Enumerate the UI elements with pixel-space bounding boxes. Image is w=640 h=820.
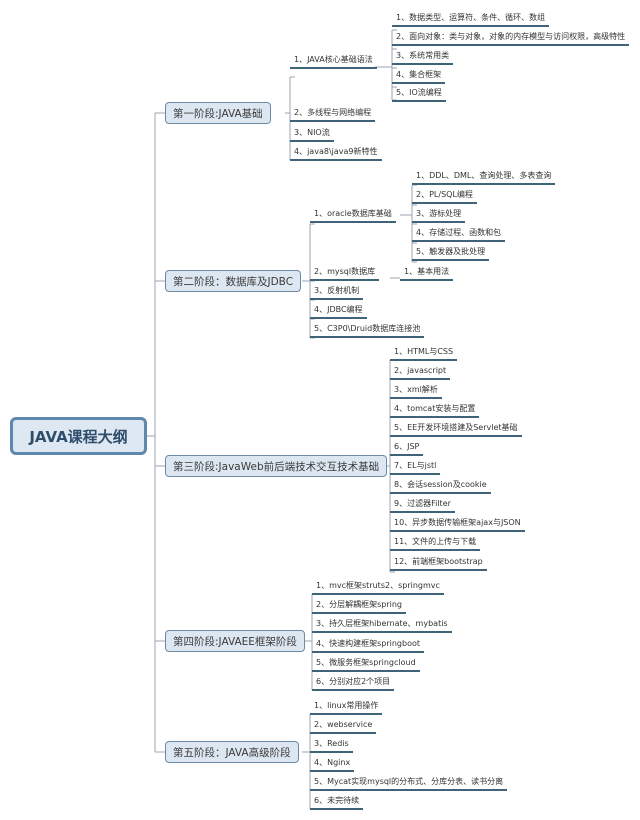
subtopic-node[interactable]: 2、PL/SQL编程 — [412, 189, 477, 204]
topic-node[interactable]: 4、快速构建框架springboot — [312, 638, 424, 653]
topic-node[interactable]: 2、分层解耦框架spring — [312, 599, 406, 614]
topic-node[interactable]: 2、多线程与网络编程 — [290, 107, 376, 122]
topic-node[interactable]: 4、java8\java9新特性 — [290, 146, 382, 161]
topic-node[interactable]: 12、前端框架bootstrap — [390, 556, 487, 571]
topic-node[interactable]: 1、mvc框架struts2、springmvc — [312, 580, 444, 595]
topic-node[interactable]: 6、分别对应2个项目 — [312, 676, 395, 691]
stage-4-label: 第四阶段:JAVAEE框架阶段 — [173, 635, 297, 648]
subtopic-node[interactable]: 3、游标处理 — [412, 208, 466, 223]
topic-node[interactable]: 5、Mycat实现mysql的分布式、分库分表、读书分离 — [310, 776, 508, 791]
root-node[interactable]: JAVA课程大纲 — [10, 417, 147, 455]
topic-node[interactable]: 7、EL与jstl — [390, 460, 441, 475]
topic-node[interactable]: 9、过滤器Filter — [390, 498, 455, 513]
stage-1-label: 第一阶段:JAVA基础 — [173, 107, 263, 120]
topic-node[interactable]: 8、会话session及cookie — [390, 479, 491, 494]
topic-node[interactable]: 1、JAVA核心基础语法 — [290, 54, 377, 69]
topic-node[interactable]: 6、未完待续 — [310, 795, 364, 810]
topic-node[interactable]: 3、反射机制 — [310, 285, 364, 300]
stage-2-node[interactable]: 第二阶段：数据库及JDBC — [165, 270, 302, 292]
stage-4-node[interactable]: 第四阶段:JAVAEE框架阶段 — [165, 630, 305, 652]
topic-node[interactable]: 5、EE开发环境搭建及Servlet基础 — [390, 422, 522, 437]
subtopic-node[interactable]: 2、面向对象：类与对象，对象的内存模型与访问权限，高级特性 — [392, 31, 630, 46]
stage-5-label: 第五阶段：JAVA高级阶段 — [173, 746, 291, 759]
stage-1-node[interactable]: 第一阶段:JAVA基础 — [165, 102, 271, 124]
root-label: JAVA课程大纲 — [29, 427, 128, 446]
subtopic-node[interactable]: 4、集合框架 — [392, 69, 446, 84]
topic-node[interactable]: 5、微服务框架springcloud — [312, 657, 420, 672]
topic-node[interactable]: 3、NIO流 — [290, 127, 334, 142]
stage-3-node[interactable]: 第三阶段:JavaWeb前后端技术交互技术基础 — [165, 455, 388, 477]
subtopic-node[interactable]: 1、数据类型、运算符、条件、循环、数组 — [392, 12, 550, 27]
topic-node[interactable]: 1、HTML与CSS — [390, 346, 458, 361]
topic-node[interactable]: 3、持久层框架hibernate、mybatis — [312, 618, 452, 633]
subtopic-node[interactable]: 1、基本用法 — [400, 266, 454, 281]
subtopic-node[interactable]: 5、触发器及批处理 — [412, 246, 490, 261]
topic-node[interactable]: 5、C3P0\Druid数据库连接池 — [310, 323, 425, 338]
subtopic-node[interactable]: 3、系统常用类 — [392, 50, 454, 65]
topic-node[interactable]: 1、linux常用操作 — [310, 700, 383, 715]
stage-3-label: 第三阶段:JavaWeb前后端技术交互技术基础 — [173, 460, 380, 473]
topic-node[interactable]: 1、oracle数据库基础 — [310, 208, 396, 223]
topic-node[interactable]: 4、Nginx — [310, 757, 355, 772]
subtopic-node[interactable]: 1、DDL、DML、查询处理、多表查询 — [412, 170, 556, 185]
topic-node[interactable]: 4、tomcat安装与配置 — [390, 403, 480, 418]
topic-node[interactable]: 2、mysql数据库 — [310, 266, 380, 281]
topic-node[interactable]: 2、javascript — [390, 365, 451, 380]
topic-node[interactable]: 4、JDBC编程 — [310, 304, 367, 319]
topic-node[interactable]: 2、webservice — [310, 719, 377, 734]
subtopic-node[interactable]: 4、存储过程、函数和包 — [412, 227, 506, 242]
subtopic-node[interactable]: 5、IO流编程 — [392, 87, 446, 102]
stage-5-node[interactable]: 第五阶段：JAVA高级阶段 — [165, 741, 299, 763]
topic-node[interactable]: 3、xml解析 — [390, 384, 442, 399]
topic-node[interactable]: 6、JSP — [390, 441, 424, 456]
topic-node[interactable]: 11、文件的上传与下载 — [390, 536, 481, 551]
topic-node[interactable]: 10、异步数据传输框架ajax与JSON — [390, 517, 525, 532]
topic-node[interactable]: 3、Redis — [310, 738, 353, 753]
stage-2-label: 第二阶段：数据库及JDBC — [173, 275, 294, 288]
